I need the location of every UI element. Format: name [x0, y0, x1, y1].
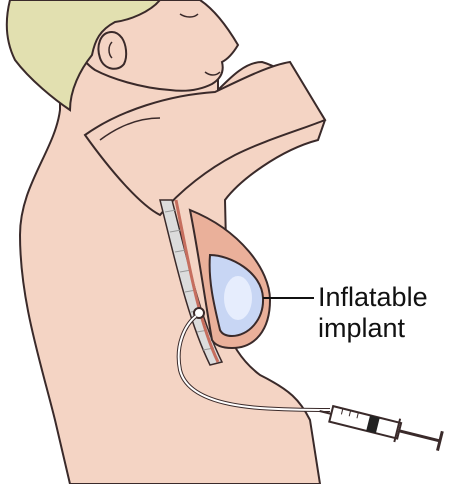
ear — [99, 32, 127, 69]
implant-label-line-1: Inflatable — [318, 282, 428, 313]
implant-highlight — [224, 276, 252, 320]
implant-label-line-2: implant — [318, 313, 405, 344]
syringe-icon — [317, 399, 443, 452]
